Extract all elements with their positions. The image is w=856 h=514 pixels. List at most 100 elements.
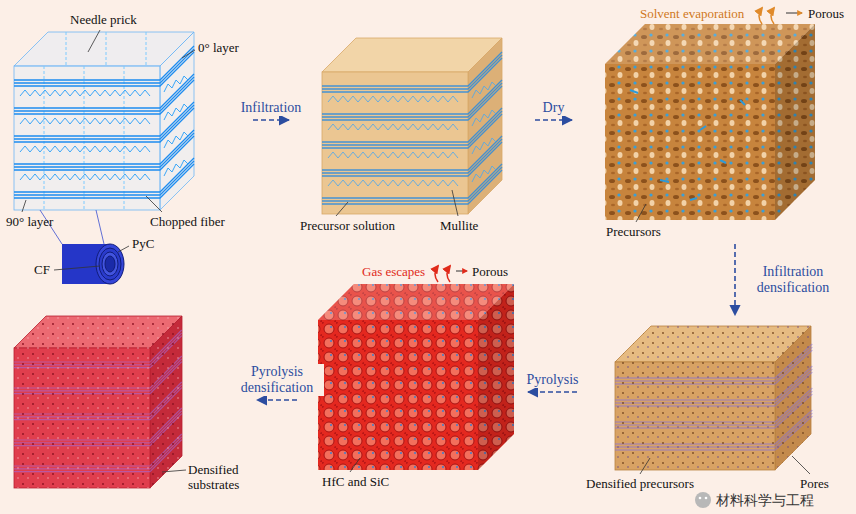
fiber-inset-part [105, 256, 115, 272]
infiltrated-preform-part-part [328, 110, 496, 130]
watermark-icon-part [695, 492, 711, 508]
infiltrated-preform-part-part [328, 138, 496, 158]
leader-lines-part [636, 204, 646, 222]
fiber-inset-part [102, 252, 118, 276]
fiber-preform-part-part [14, 102, 194, 142]
step-label: Infiltration [239, 100, 304, 116]
gas-wisps-part [447, 266, 450, 282]
stage-region: Solvent evaporation PorousPrecursors [575, 2, 851, 241]
evaporation-wisps-part [759, 8, 762, 24]
watermark-icon [695, 492, 711, 508]
leader-lines-part [88, 30, 100, 52]
leader-lines-part [146, 196, 162, 212]
process-arrow [253, 119, 289, 121]
pyrolysed-porous-cube-part [318, 320, 478, 470]
leader-lines-part [336, 202, 348, 216]
stage-region: Gas escapesPorousHfC and SiC [300, 260, 525, 510]
fiber-inset-part [96, 244, 124, 284]
step-label: Infiltration densification [743, 264, 843, 296]
gas-wisps-part [435, 266, 438, 282]
stage-region: Densified precursors Pores [580, 318, 850, 512]
pyrolysed-porous-cube-part [478, 284, 514, 470]
evaporation-wisps [759, 8, 802, 24]
fiber-preform-part-part [14, 130, 194, 170]
process-arrow [535, 119, 572, 121]
dried-porous-cube-part [775, 24, 815, 220]
infiltrated-preform-part-part [322, 52, 502, 92]
evaporation-wisps-part [786, 13, 802, 14]
dried-porous-cube-part [630, 90, 745, 200]
part-label: 0° layer [198, 40, 239, 55]
infiltrated-preform-part [328, 82, 496, 186]
leader-lines-part [162, 470, 186, 472]
evaporation-wisps-part [771, 8, 774, 24]
part-label: Pores [800, 476, 829, 491]
fiber-preform [14, 32, 194, 210]
fiber-preform-part-part [14, 74, 194, 114]
leader-lines-part [54, 266, 100, 270]
fiber-preform-part [14, 66, 160, 210]
fiber-preform-part [20, 76, 188, 180]
part-label: Mullite [440, 218, 478, 233]
infiltrated-preform-part-part [328, 166, 496, 186]
gas-wisps-part [456, 271, 467, 272]
step-label: Dry [541, 100, 567, 116]
densified-substrate-cube-part [14, 348, 150, 488]
fiber-preform-part [14, 46, 194, 198]
stage-region: Densified substrates [4, 300, 254, 510]
step-label: Pyrolysis [524, 372, 580, 388]
fiber-preform-part-part [20, 76, 188, 96]
leader-lines-part [350, 458, 360, 472]
fiber-preform-part-part [20, 132, 188, 152]
leader-lines-part [182, 50, 195, 58]
fiber-preform-part-part [20, 160, 188, 180]
infiltrated-preform-part [322, 72, 468, 214]
watermark: 材料科学与工程 [714, 492, 816, 508]
part-label: 90° layer [6, 214, 53, 229]
fiber-inset-part [99, 248, 121, 280]
densified-precursor-cube-part [615, 362, 775, 470]
part-label: PyC [132, 236, 154, 251]
infiltrated-preform-part-part [322, 108, 502, 148]
watermark-icon-part [705, 497, 708, 500]
leader-lines [22, 30, 810, 474]
part-label: Porous [472, 264, 508, 279]
part-label: Precursors [606, 224, 661, 239]
part-label: Porous [808, 6, 844, 21]
step-label: Pyrolysis densification [230, 364, 324, 396]
densified-precursor-cube-part [775, 326, 811, 470]
leader-lines-part [792, 456, 810, 474]
process-arrow [528, 391, 577, 393]
infiltrated-preform-part-part [328, 82, 496, 102]
densified-precursor-cube [615, 326, 812, 470]
stage-region: Precursor solutionMullite [292, 30, 532, 250]
densified-substrate-cube-part [14, 348, 150, 488]
infiltrated-preform-part [322, 52, 502, 204]
fiber-preform-part-part [20, 104, 188, 124]
process-arrow [734, 244, 736, 315]
part-label: Solvent evaporation [640, 6, 744, 21]
infiltrated-preform-part-part [322, 164, 502, 204]
fiber-preform-part-part [14, 46, 194, 86]
dried-porous-cube [605, 24, 815, 220]
leader-lines-part [22, 200, 26, 212]
pyrolysed-porous-cube [318, 284, 514, 470]
fiber-preform-part-part [14, 158, 194, 198]
infiltrated-preform-part-part [322, 80, 502, 120]
part-label: Densified precursors [586, 476, 694, 491]
part-label: Densified substrates [188, 462, 252, 492]
process-arrow [257, 399, 297, 401]
pyrolysed-porous-cube-part [478, 284, 514, 470]
part-label: Chopped fiber [150, 214, 225, 229]
watermark-icon-part [699, 497, 702, 500]
fiber-preform-part [160, 32, 194, 210]
infiltrated-preform-part-part [322, 136, 502, 176]
dried-porous-cube-part [605, 64, 775, 220]
fiber-preform-part [44, 32, 146, 210]
part-label: Needle prick [70, 12, 137, 27]
stage-region: Needle prick 0° layer 90° layer Chopped fib… [4, 10, 250, 298]
infiltrated-preform [322, 38, 502, 214]
